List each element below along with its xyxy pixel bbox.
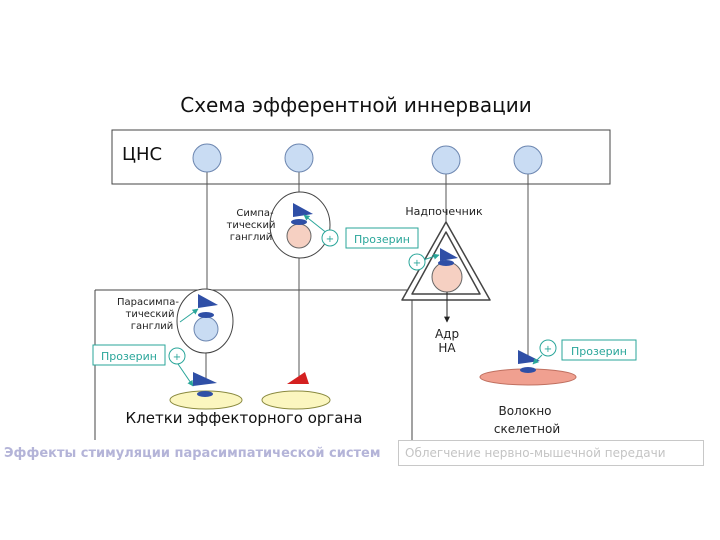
plus-sign: + xyxy=(544,344,552,355)
parasympathetic-ganglion-label-3: ганглий xyxy=(131,321,174,332)
caption-neuromuscular-facilitation: Облегчение нервно-мышечной передачи xyxy=(398,440,704,466)
neuron-body xyxy=(284,143,314,173)
prozerin-action-arrow xyxy=(177,363,194,387)
sympathetic-ganglion-label-2: тический xyxy=(227,220,276,231)
synaptic-receptor xyxy=(291,219,307,225)
sympathetic-ganglion-label-3: ганглий xyxy=(230,232,273,243)
adrenal-output-2: НА xyxy=(438,341,456,355)
parasympathetic-nerve-terminal xyxy=(193,372,217,386)
effector-label: Клетки эффекторного органа xyxy=(126,409,363,427)
plus-badge xyxy=(321,229,339,247)
adrenal-label: Надпочечник xyxy=(405,205,483,218)
synaptic-receptor xyxy=(438,260,454,266)
neuron-body xyxy=(431,145,461,175)
prozerin-action-arrow xyxy=(303,214,329,235)
prozerin-action-arrow xyxy=(532,354,543,365)
presynaptic-terminal xyxy=(440,248,458,261)
plus-sign: + xyxy=(326,234,334,245)
prozerin-label: Прозерин xyxy=(354,233,410,246)
plus-badge xyxy=(539,339,557,357)
presynaptic-terminal xyxy=(293,203,313,217)
cns-label: ЦНС xyxy=(122,144,162,165)
prozerin-label: Прозерин xyxy=(571,345,627,358)
plus-badge xyxy=(168,347,186,365)
effector-cell xyxy=(261,390,331,410)
plus-badge xyxy=(408,253,426,271)
prozerin-label-box xyxy=(345,227,419,249)
caption-parasympathetic-effects: Эффекты стимуляции парасимпатической сис… xyxy=(4,446,381,461)
skeletal-fiber-label-2: скелетной xyxy=(494,422,560,436)
skeletal-fiber-label-1: Волокно xyxy=(498,404,551,418)
ganglion-cell-body xyxy=(193,316,219,342)
parasympathetic-ganglion-label-1: Парасимпа- xyxy=(117,297,179,308)
prozerin-action-arrow xyxy=(179,308,199,323)
prozerin-label: Прозерин xyxy=(101,350,157,363)
prozerin-action-arrow xyxy=(422,253,440,261)
synaptic-receptor xyxy=(197,391,213,397)
presynaptic-terminal xyxy=(198,294,218,308)
synaptic-receptor xyxy=(198,312,214,318)
prozerin-label-box xyxy=(561,339,637,361)
diagram-title: Схема эфферентной иннервации xyxy=(180,93,531,117)
effector-cell xyxy=(169,390,243,410)
parasympathetic-ganglion-label-2: тический xyxy=(126,309,175,320)
synaptic-receptor xyxy=(520,367,536,373)
ganglion-cell-body xyxy=(286,223,312,249)
sympathetic-ganglion-label-1: Симпа- xyxy=(236,208,274,219)
neuron-body xyxy=(192,143,222,173)
plus-sign: + xyxy=(413,258,421,269)
plus-sign: + xyxy=(173,352,181,363)
sympathetic-nerve-terminal xyxy=(287,372,309,384)
prozerin-label-box xyxy=(92,344,166,366)
adrenal-output-1: Адр xyxy=(435,327,459,341)
motor-nerve-terminal xyxy=(518,350,540,364)
neuron-body xyxy=(513,145,543,175)
chromaffin-cell xyxy=(431,261,463,293)
